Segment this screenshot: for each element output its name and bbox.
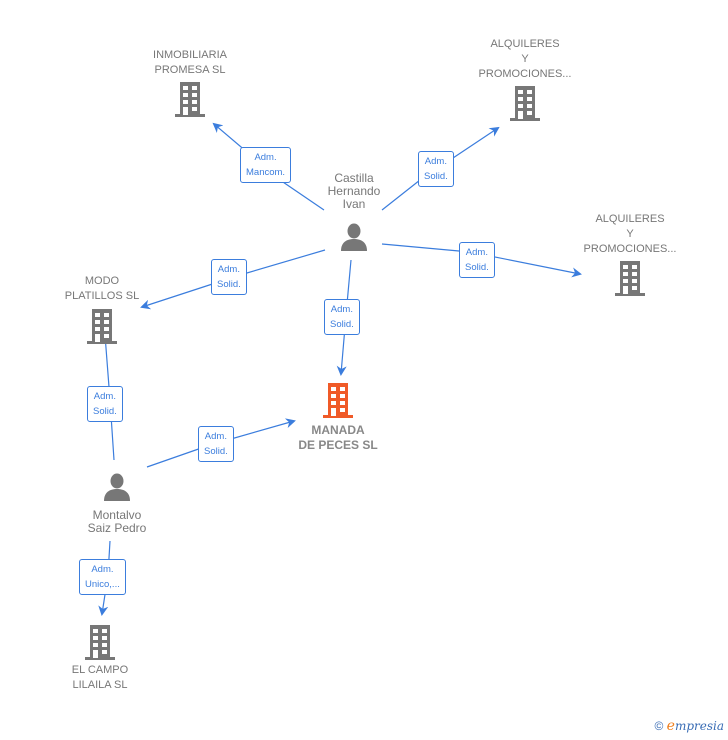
company-node-alquileres-1[interactable]: ALQUILERES Y PROMOCIONES... [465,37,585,122]
edge-label-adm-solid[interactable]: Adm. Solid. [198,426,234,462]
empresia-logo: © empresia [654,718,724,734]
edge-label-adm-solid[interactable]: Adm. Solid. [324,299,360,335]
company-name: EL CAMPO [71,664,129,676]
edge-label-adm-solid[interactable]: Adm. Solid. [418,151,454,187]
brand-initial: e [666,718,675,734]
person-name: Montalvo [92,508,142,522]
company-name: ALQUILERES [595,213,665,225]
role-text: Unico,... [85,579,120,590]
person-icon [104,473,130,501]
role-text: Solid. [204,446,228,457]
role-text: Mancom. [246,167,286,178]
building-icon [510,86,540,121]
building-icon [323,383,353,418]
role-text: Solid. [330,319,354,330]
company-name: INMOBILIARIA [153,49,227,61]
edge-label-adm-unico[interactable]: Adm. Unico,... [79,559,126,595]
person-node-montalvo-saiz[interactable]: Montalvo Saiz Pedro [67,472,167,535]
company-name: Y [521,53,529,65]
company-node-inmobiliaria[interactable]: INMOBILIARIA PROMESA SL [130,48,250,118]
copyright-icon: © [654,719,664,733]
person-name: Castilla [334,171,374,185]
role-text: Adm. [424,156,447,167]
company-node-modo-platillos[interactable]: MODO PLATILLOS SL [42,274,162,345]
role-text: Adm. [91,564,114,575]
role-text: Solid. [93,406,117,417]
company-name: DE PECES SL [298,438,378,452]
role-text: Solid. [465,262,489,273]
person-name: Ivan [342,197,366,211]
role-text: Adm. [330,304,353,315]
role-text: Adm. [204,431,227,442]
role-text: Adm. [93,391,116,402]
edge-label-adm-solid[interactable]: Adm. Solid. [87,386,123,422]
company-name: MODO [84,275,120,287]
company-node-alquileres-2[interactable]: ALQUILERES Y PROMOCIONES... [570,212,690,297]
person-icon [341,223,367,251]
brand-text: mpresia [674,719,724,733]
role-text: Adm. [217,264,240,275]
person-name: Hernando [327,184,381,198]
edge-label-adm-mancom[interactable]: Adm. Mancom. [240,147,292,183]
role-text: Adm. [254,152,277,163]
building-icon [615,261,645,296]
company-name: ALQUILERES [490,38,560,50]
company-name: PROMOCIONES... [478,68,572,80]
person-name: Saiz Pedro [87,521,147,535]
building-icon [85,625,115,660]
company-name: PROMESA SL [154,64,226,76]
company-node-manada-de-peces[interactable]: MANADA DE PECES SL [278,383,398,453]
company-node-el-campo-lilaila[interactable]: EL CAMPO LILAILA SL [40,625,160,693]
company-name: LILAILA SL [72,679,128,691]
role-text: Solid. [424,171,448,182]
company-name: MANADA [311,423,365,437]
company-name: PLATILLOS SL [64,290,140,302]
edge-label-adm-solid[interactable]: Adm. Solid. [211,259,247,295]
role-text: Adm. [465,247,488,258]
person-node-castilla-hernando[interactable]: Castilla Hernando Ivan [304,172,404,252]
company-name: Y [626,228,634,240]
edge-label-adm-solid[interactable]: Adm. Solid. [459,242,495,278]
building-icon [87,309,117,344]
company-name: PROMOCIONES... [583,243,677,255]
building-icon [175,82,205,117]
role-text: Solid. [217,279,241,290]
